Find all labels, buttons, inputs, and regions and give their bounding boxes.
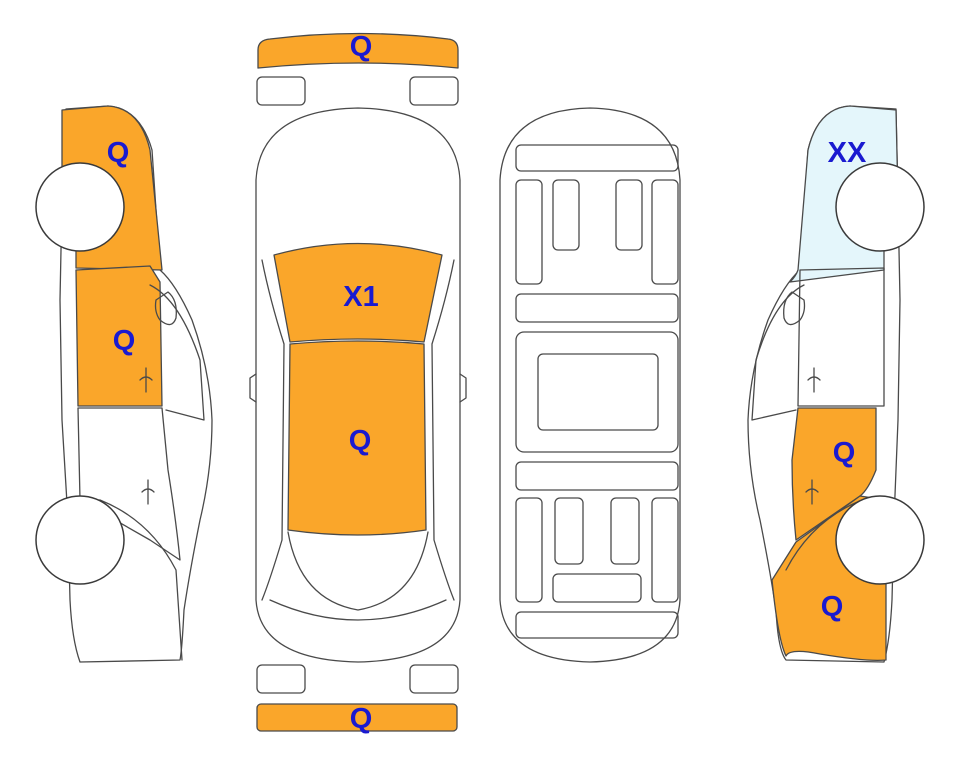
top-rear-window-line: [287, 531, 429, 611]
underside-rear-brace-right: [610, 497, 640, 565]
right-front-door-outline: [797, 267, 885, 407]
right-front-door-handle: [807, 367, 821, 393]
underside-mid-front-bar: [515, 293, 679, 323]
top-windshield-panel[interactable]: [273, 242, 443, 343]
right-rear-quarter-label: Q: [821, 591, 844, 623]
top-rear-right-light: [409, 664, 459, 694]
top-rear-bumper-panel[interactable]: [256, 703, 458, 732]
underside-front-crossmember: [515, 144, 679, 172]
left-front-door-label: Q: [113, 325, 136, 357]
underside-mid-rear-bar: [515, 461, 679, 491]
underside-floor-frame: [515, 331, 679, 453]
right-side-window-line: [751, 284, 805, 421]
left-side-mirror: [154, 291, 177, 326]
underside-rear-crossmember: [515, 611, 679, 639]
underside-body-outline: [499, 107, 681, 663]
left-side-window-line: [149, 284, 205, 421]
left-side-body-outline: [59, 105, 213, 663]
top-right-mirror: [459, 373, 467, 403]
right-rear-door-label: Q: [833, 437, 856, 469]
top-front-bumper-panel[interactable]: [257, 32, 459, 69]
right-rear-door-handle: [805, 479, 819, 505]
left-rear-door-outline: [77, 407, 181, 561]
left-side-view: Q Q: [35, 105, 213, 663]
left-rear-door-handle: [141, 479, 155, 505]
left-front-door-handle: [139, 367, 153, 393]
underside-floor-center: [537, 353, 659, 431]
right-side-view: XX Q Q: [747, 105, 925, 663]
underside-front-rail-left: [515, 179, 543, 285]
top-roof-panel[interactable]: [287, 340, 427, 536]
top-rear-bumper-label: Q: [350, 703, 373, 735]
underside-front-brace-left: [552, 179, 580, 251]
top-left-mirror: [249, 373, 257, 403]
left-side-sill-line: [63, 499, 183, 661]
underside-front-rail-right: [651, 179, 679, 285]
right-front-wheel: [835, 162, 925, 252]
top-rear-deck-line: [269, 599, 447, 621]
right-side-mirror: [783, 291, 806, 326]
left-rear-wheel: [35, 495, 125, 585]
top-front-bumper-label: Q: [350, 31, 373, 63]
top-view: Q X1 Q Q: [249, 31, 467, 735]
left-front-fender-label: Q: [107, 137, 130, 169]
left-front-wheel: [35, 162, 125, 252]
left-front-door-panel[interactable]: [75, 265, 163, 407]
top-left-pillar-line: [261, 259, 285, 601]
top-front-right-light: [409, 76, 459, 106]
underside-rear-rail-left: [515, 497, 543, 603]
top-rear-left-light: [256, 664, 306, 694]
underside-rear-brace-left: [554, 497, 584, 565]
top-front-left-light: [256, 76, 306, 106]
right-rear-door-panel[interactable]: [791, 407, 877, 541]
underside-rear-rail-right: [651, 497, 679, 603]
right-rear-wheel: [835, 495, 925, 585]
right-front-fender-label: XX: [828, 137, 867, 169]
underside-view: [499, 107, 681, 663]
top-windshield-label: X1: [343, 281, 378, 313]
top-roof-label: Q: [349, 425, 372, 457]
underside-front-brace-right: [615, 179, 643, 251]
top-right-pillar-line: [431, 259, 455, 601]
top-body-outline: [255, 107, 461, 663]
underside-rear-tank: [552, 573, 642, 603]
